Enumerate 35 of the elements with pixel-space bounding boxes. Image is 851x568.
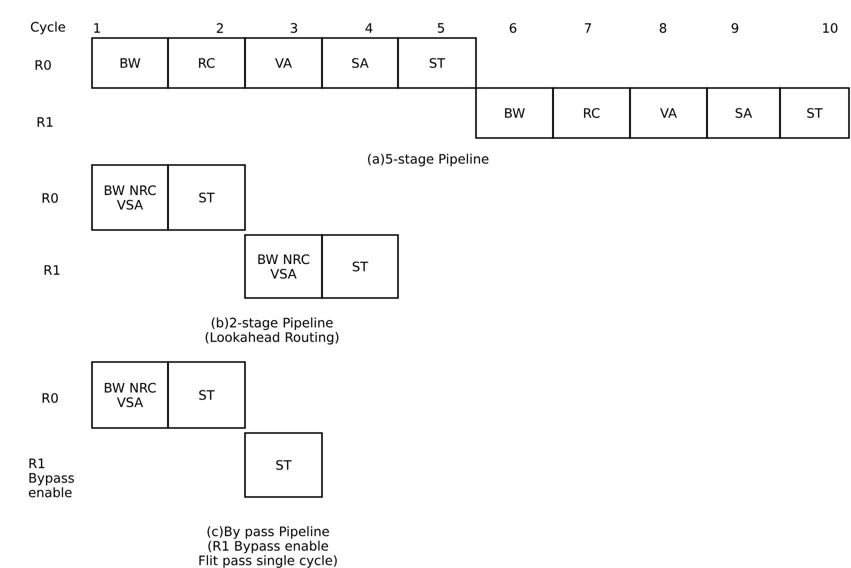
stage-box: SA: [706, 87, 781, 139]
stage-box: RC: [167, 37, 246, 89]
stage-box: VA: [629, 87, 708, 139]
stage-box: ST: [167, 361, 246, 429]
stage-box: RC: [552, 87, 631, 139]
label: R0: [42, 193, 58, 203]
stage-box: BW NRC VSA: [91, 164, 169, 231]
stage-box: ST: [779, 87, 850, 139]
stage-box: BW: [91, 37, 169, 89]
label: (c)By pass Pipeline (R1 Bypass enable Flit pass single cycle): [199, 526, 337, 568]
stage-box: ST: [167, 164, 246, 231]
label: (b)2-stage Pipeline (Lookahead Routing): [206, 317, 338, 345]
label: (a)5-stage Pipeline: [368, 154, 488, 166]
label: 4: [366, 23, 372, 33]
label: 10: [823, 23, 838, 33]
label: 7: [584, 23, 592, 33]
stage-box: ST: [321, 234, 399, 299]
label: R1: [44, 265, 60, 275]
label: 6: [510, 23, 516, 33]
label: 9: [732, 23, 738, 33]
label: 8: [660, 23, 666, 33]
stage-box: BW NRC VSA: [244, 234, 323, 299]
label: 3: [290, 23, 298, 33]
stage-box: ST: [397, 37, 477, 89]
stage-box: BW NRC VSA: [91, 361, 169, 429]
stage-box: VA: [244, 37, 323, 89]
stage-box: ST: [244, 432, 323, 498]
stage-box: BW: [475, 87, 554, 139]
label: Cycle: [30, 22, 66, 34]
label: R0: [42, 393, 58, 403]
label: 2: [216, 23, 223, 33]
stage-box: SA: [321, 37, 399, 89]
label: R0: [36, 60, 51, 70]
label: R1 Bypass enable: [28, 458, 74, 498]
label: R1: [38, 117, 52, 127]
